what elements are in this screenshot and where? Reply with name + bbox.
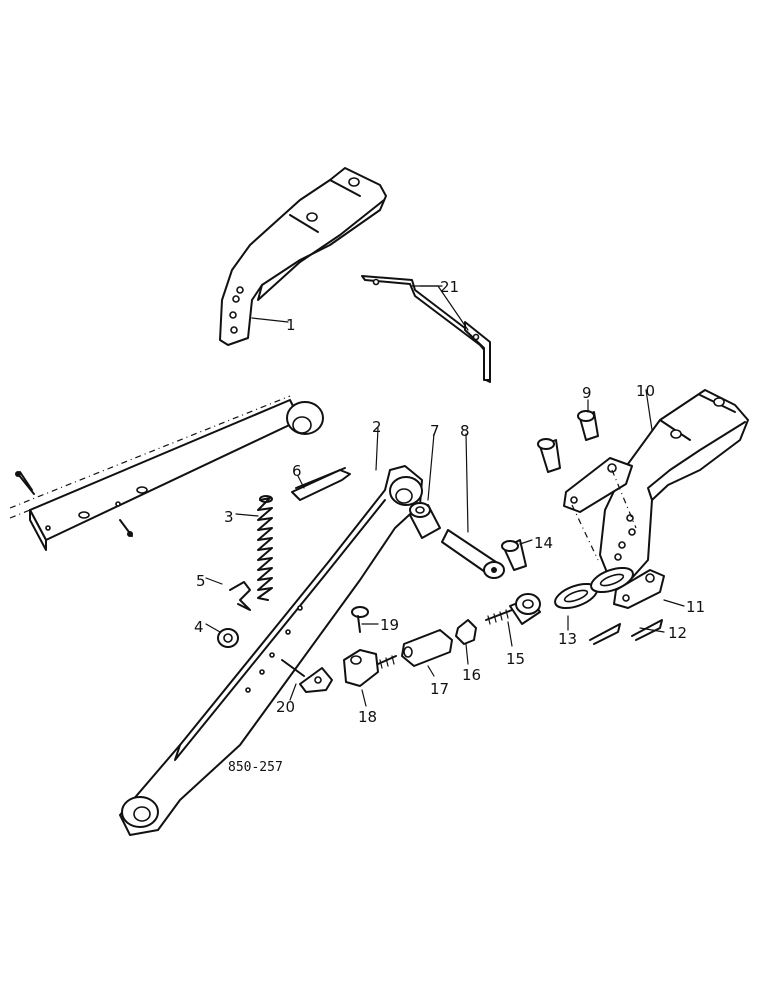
callout-1: 1 [286,316,296,334]
part-10-bracket [599,389,749,579]
callout-8: 8 [460,422,470,440]
callout-17: 17 [430,680,449,698]
callout-20: 20 [276,698,295,716]
drawing-code: 850-257 [228,760,283,775]
part-1-bracket [219,167,387,346]
callout-2: 2 [372,418,382,436]
callout-12: 12 [668,624,687,642]
part-4-washer [217,628,239,648]
part-13-chain [554,566,634,610]
leader-lines [205,285,685,707]
part-16-nut [455,619,477,645]
part-8-pin [441,529,505,579]
callout-13: 13 [558,630,577,648]
part-5-clip [229,581,251,611]
callout-6: 6 [292,462,302,480]
part-3-spring [257,495,273,601]
callout-5: 5 [196,572,206,590]
part-7-bushing [409,502,441,539]
callout-4: 4 [194,618,204,636]
part-2-lower-link [119,465,423,836]
part-11-plate [613,569,665,609]
part-14-clevis-pin [501,410,599,571]
part-21-angle-bracket [361,275,491,383]
callout-9: 9 [582,384,592,402]
part-19-pin [351,606,369,633]
part-6-pin [291,467,351,501]
part-17-sleeve [401,629,453,667]
part-20-swivel [281,659,333,693]
part-15-clevis [485,593,541,625]
callout-3: 3 [224,508,234,526]
callout-10: 10 [636,382,655,400]
callout-21: 21 [440,278,459,296]
callout-15: 15 [506,650,525,668]
left-bolt [15,471,133,537]
callout-18: 18 [358,708,377,726]
callout-11: 11 [686,598,705,616]
link-plate [563,457,637,561]
part-18-clevis [343,649,397,687]
left-lower-link [9,395,324,551]
callout-16: 16 [462,666,481,684]
callout-labels: 1 2 3 4 5 6 7 8 9 10 11 12 13 14 15 16 1… [194,278,705,726]
callout-14: 14 [534,534,553,552]
callout-19: 19 [380,616,399,634]
callout-7: 7 [430,422,440,440]
part-12-clip [589,619,663,645]
